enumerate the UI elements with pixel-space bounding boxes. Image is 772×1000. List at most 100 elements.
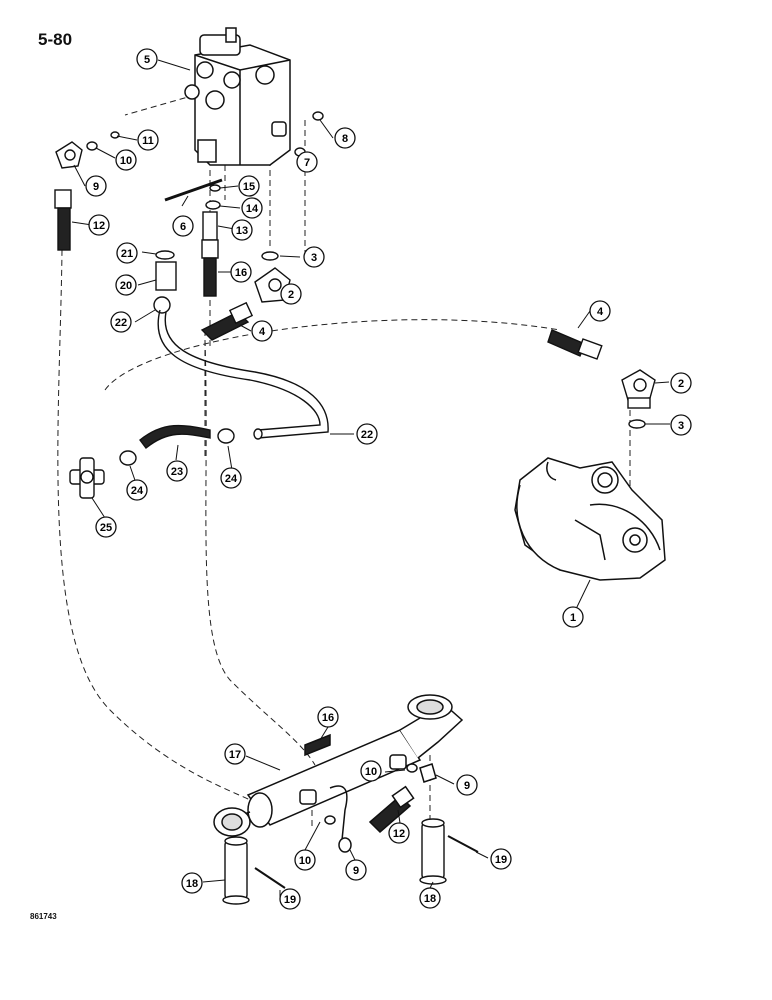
- callout-circle: [562, 606, 584, 628]
- callout-circle: [230, 261, 252, 283]
- fittings-upper: [54, 111, 324, 341]
- callout-circle: [166, 460, 188, 482]
- callout-number: 4: [259, 326, 266, 338]
- callout-c4a: 4: [251, 320, 273, 342]
- callout-circle: [388, 822, 410, 844]
- callout-c15: 15: [238, 175, 260, 197]
- hose-23-assembly: [69, 424, 235, 499]
- callout-c17: 17: [224, 743, 246, 765]
- callout-number: 20: [120, 280, 132, 292]
- callout-circle: [181, 872, 203, 894]
- callout-number: 4: [597, 306, 604, 318]
- callout-c4b: 4: [589, 300, 611, 322]
- callout-c10c: 10: [294, 849, 316, 871]
- callout-number: 10: [365, 766, 377, 778]
- callout-circle: [317, 706, 339, 728]
- callout-c16b: 16: [317, 706, 339, 728]
- callout-c3b: 3: [670, 414, 692, 436]
- callout-number: 21: [121, 248, 133, 260]
- callout-circle: [110, 311, 132, 333]
- callout-c21: 21: [116, 242, 138, 264]
- callout-c24b: 24: [126, 479, 148, 501]
- callout-c5: 5: [136, 48, 158, 70]
- callout-circle: [137, 129, 159, 151]
- callout-c12a: 12: [88, 214, 110, 236]
- callout-circle: [280, 283, 302, 305]
- callout-circle: [172, 215, 194, 237]
- control-valve-5: [184, 27, 291, 166]
- callout-circle: [670, 372, 692, 394]
- callout-circle: [126, 479, 148, 501]
- callout-circle: [296, 151, 318, 173]
- callout-number: 6: [180, 221, 186, 233]
- callout-circle: [95, 516, 117, 538]
- callout-c9c: 9: [345, 859, 367, 881]
- callout-number: 2: [678, 378, 684, 390]
- callout-circle: [85, 175, 107, 197]
- callout-c14: 14: [241, 197, 263, 219]
- callout-c2b: 2: [670, 372, 692, 394]
- callout-circle: [88, 214, 110, 236]
- callout-c9a: 9: [85, 175, 107, 197]
- callout-c25: 25: [95, 516, 117, 538]
- callout-number: 23: [171, 466, 183, 478]
- callout-circle: [241, 197, 263, 219]
- callout-circle: [490, 848, 512, 870]
- callout-c10b: 10: [360, 760, 382, 782]
- callout-circle: [136, 48, 158, 70]
- callout-number: 10: [120, 155, 132, 167]
- callout-number: 11: [142, 135, 154, 147]
- steering-cylinder-17: [213, 694, 464, 853]
- callout-number: 19: [495, 854, 507, 866]
- callout-number: 22: [115, 317, 127, 329]
- callout-number: 12: [393, 828, 405, 840]
- callout-circle: [589, 300, 611, 322]
- callout-circle: [334, 127, 356, 149]
- callout-circle: [115, 274, 137, 296]
- callout-c10a: 10: [115, 149, 137, 171]
- callout-number: 16: [322, 712, 334, 724]
- callout-number: 3: [311, 252, 317, 264]
- callout-number: 9: [464, 780, 470, 792]
- callout-c8: 8: [334, 127, 356, 149]
- callout-c6: 6: [172, 215, 194, 237]
- callout-circle: [220, 467, 242, 489]
- callout-c3a: 3: [303, 246, 325, 268]
- callout-number: 7: [304, 157, 310, 169]
- callout-number: 9: [353, 865, 359, 877]
- callout-c7: 7: [296, 151, 318, 173]
- callout-circle: [224, 743, 246, 765]
- pins-18-19: [222, 818, 479, 905]
- callout-number: 12: [93, 220, 105, 232]
- fittings-right: [547, 329, 656, 429]
- callout-c19a: 19: [490, 848, 512, 870]
- callout-c9b: 9: [456, 774, 478, 796]
- callout-c1: 1: [562, 606, 584, 628]
- callout-number: 24: [131, 485, 144, 497]
- callout-number: 8: [342, 133, 348, 145]
- callout-number: 3: [678, 420, 684, 432]
- callout-number: 16: [235, 267, 247, 279]
- callout-c16a: 16: [230, 261, 252, 283]
- callout-number: 5: [144, 54, 150, 66]
- callout-c23: 23: [166, 460, 188, 482]
- callout-c13: 13: [231, 219, 253, 241]
- callout-number: 10: [299, 855, 311, 867]
- hydraulic-pump-1: [514, 457, 666, 581]
- callout-c20: 20: [115, 274, 137, 296]
- callout-number: 14: [246, 203, 259, 215]
- callout-c18a: 18: [181, 872, 203, 894]
- callout-c18b: 18: [419, 887, 441, 909]
- callout-circle: [456, 774, 478, 796]
- callout-c2a: 2: [280, 283, 302, 305]
- callout-c11: 11: [137, 129, 159, 151]
- callout-circle: [251, 320, 273, 342]
- callout-number: 24: [225, 473, 238, 485]
- callout-circle: [356, 423, 378, 445]
- callout-c22b: 22: [356, 423, 378, 445]
- callout-circle: [116, 242, 138, 264]
- callout-circle: [303, 246, 325, 268]
- callout-number: 2: [288, 289, 294, 301]
